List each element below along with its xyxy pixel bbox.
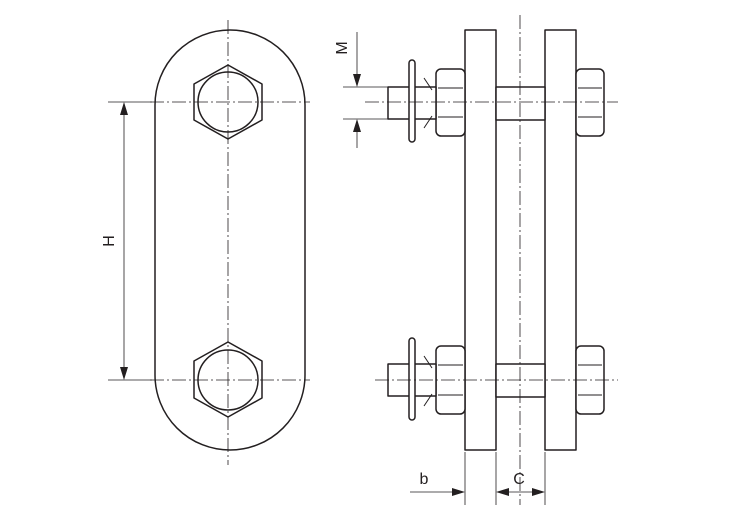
side-bottom-cotter-pin <box>408 337 416 421</box>
height-arrow-bottom <box>120 367 128 380</box>
side-top-head <box>575 68 605 137</box>
side-view <box>365 15 618 505</box>
side-top-pin-collar-2 <box>423 115 433 129</box>
height-arrow-top <box>120 102 128 115</box>
gap-arrow-left <box>496 488 509 496</box>
front-plate <box>154 29 306 451</box>
height-label: H <box>101 235 118 247</box>
side-bottom-pin-collar <box>423 355 433 369</box>
side-top-pin-collar <box>423 77 433 91</box>
side-top-nut <box>435 68 466 137</box>
side-top-bolt <box>387 59 605 143</box>
front-view <box>150 20 310 465</box>
side-left-plate <box>464 29 497 451</box>
side-bottom-shank <box>495 363 546 398</box>
side-right-plate <box>544 29 577 451</box>
side-top-shank <box>495 86 546 121</box>
thread-arrow-bottom <box>353 119 361 132</box>
thread-arrow-top <box>353 74 361 87</box>
gap-label: C <box>513 471 525 488</box>
thread-dimension: M <box>334 32 392 148</box>
gap-arrow-right <box>532 488 545 496</box>
plate-thickness-label: b <box>420 471 429 488</box>
side-bottom-pin-collar-2 <box>423 393 433 407</box>
thread-label: M <box>334 41 351 54</box>
bottom-dimensions: b C <box>410 452 546 505</box>
plate-thickness-arrow <box>452 488 465 496</box>
height-dimension: H <box>101 101 152 381</box>
side-top-cotter-pin <box>408 59 416 143</box>
